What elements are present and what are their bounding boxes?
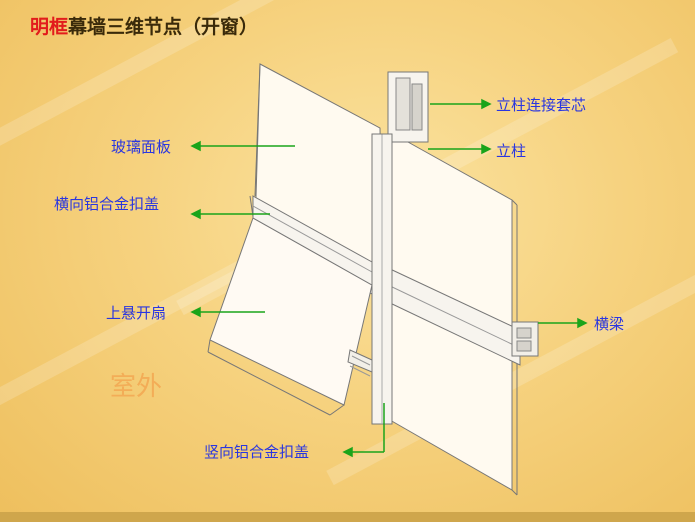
page-title: 明框幕墙三维节点（开窗） — [30, 12, 258, 39]
label-horizontal-cap: 横向铝合金扣盖 — [54, 195, 160, 213]
mullion — [371, 133, 393, 425]
transom — [387, 267, 539, 366]
label-vertical-cap: 竖向铝合金扣盖 — [204, 443, 310, 461]
label-top-hung-sash: 上悬开扇 — [106, 304, 167, 322]
mullion-sleeve — [387, 71, 429, 143]
leader-lines — [190, 98, 588, 458]
bottom-bar — [0, 512, 695, 522]
label-mullion: 立柱 — [496, 142, 527, 160]
sash-hinge-detail — [347, 349, 373, 377]
label-mullion-sleeve: 立柱连接套芯 — [496, 96, 587, 114]
title-highlight: 明框 — [30, 16, 69, 38]
room-label-outdoor: 室外 — [110, 372, 163, 402]
label-transom: 横梁 — [594, 315, 625, 333]
label-glass-panel: 玻璃面板 — [111, 138, 172, 156]
title-rest: 幕墙三维节点（开窗） — [68, 16, 259, 38]
